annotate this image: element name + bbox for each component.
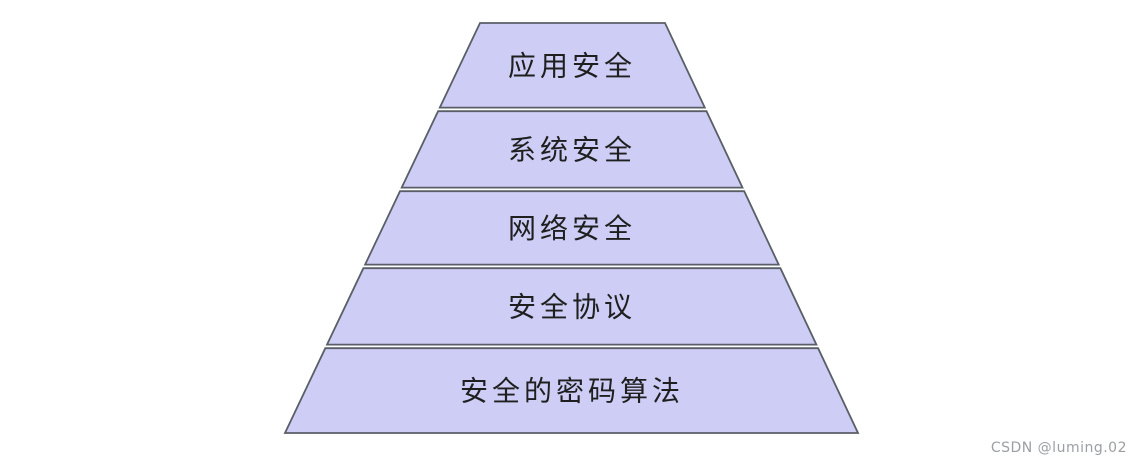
pyramid-layer-2 xyxy=(400,110,744,189)
pyramid-layer-label-2: 系统安全 xyxy=(508,133,636,166)
pyramid-layer-label-3: 网络安全 xyxy=(508,212,636,245)
pyramid-layer-4 xyxy=(325,267,818,346)
pyramid-layer-label-1: 应用安全 xyxy=(508,49,636,82)
pyramid-layer-label-5: 安全的密码算法 xyxy=(460,375,684,408)
pyramid-layer-1 xyxy=(438,22,707,109)
pyramid-layer-3 xyxy=(363,190,781,266)
watermark: CSDN @luming.02 xyxy=(990,440,1127,456)
pyramid-layer-5 xyxy=(283,347,860,434)
pyramid-layer-label-4: 安全协议 xyxy=(508,290,636,323)
